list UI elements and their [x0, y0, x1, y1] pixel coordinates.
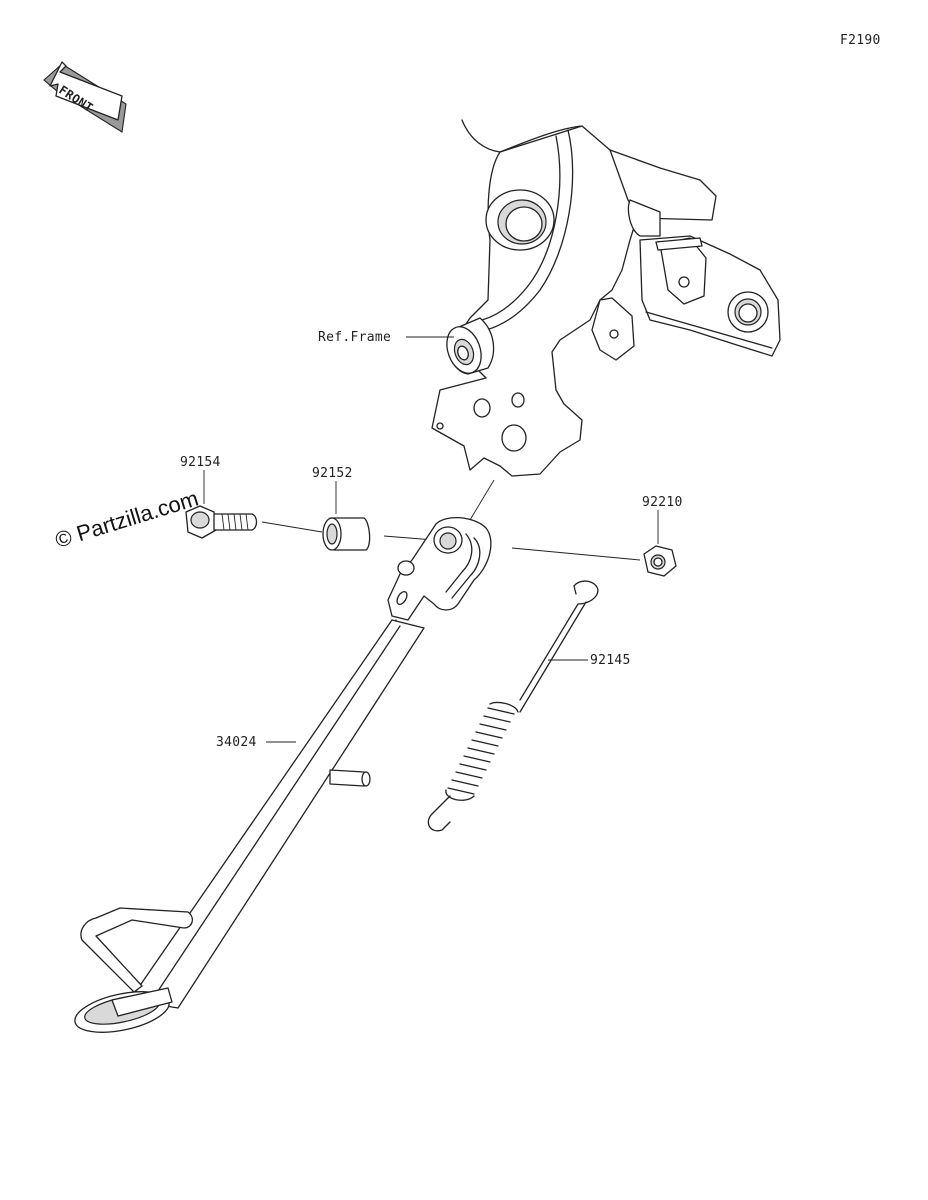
- alignment-line-nut: [511, 547, 641, 561]
- diagram-code: F2190: [840, 33, 881, 48]
- front-arrow-icon: FRONT: [43, 61, 127, 133]
- collar-92152-drawing: [322, 517, 371, 551]
- watermark: © Partzilla.com: [52, 486, 201, 553]
- part-label-34024: 34024: [216, 735, 257, 750]
- part-label-92145: 92145: [590, 653, 631, 668]
- nut-92210-drawing: [643, 545, 677, 577]
- bolt-92154-drawing: [185, 505, 258, 539]
- spring-coils: [445, 701, 519, 801]
- alignment-line-bolt: [261, 521, 323, 533]
- frame-reference-drawing: [431, 119, 781, 477]
- side-stand-34024-drawing: [74, 517, 492, 1033]
- spring-92145-drawing: [427, 580, 599, 832]
- part-label-92152: 92152: [312, 466, 353, 481]
- ref-frame-label: Ref.Frame: [318, 330, 391, 345]
- part-label-92210: 92210: [642, 495, 683, 510]
- alignment-line-frame: [469, 479, 495, 521]
- part-label-92154: 92154: [180, 455, 221, 470]
